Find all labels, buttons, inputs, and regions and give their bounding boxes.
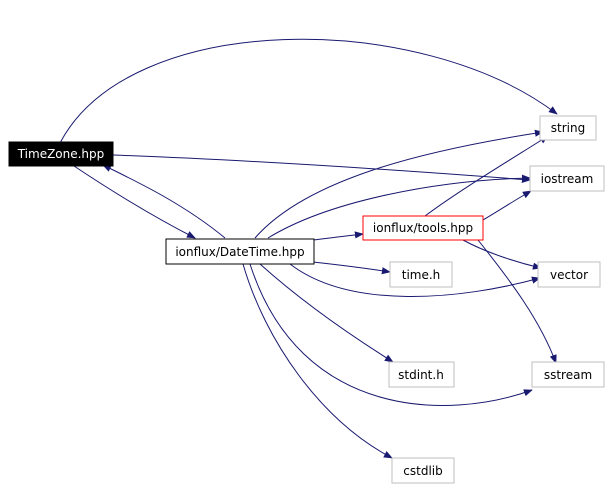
node-iostream-label: iostream xyxy=(541,172,594,186)
edge-datetime-tools xyxy=(312,231,364,241)
node-timeh[interactable]: time.h xyxy=(389,261,453,288)
edge-datetime-iostream xyxy=(267,174,531,239)
node-stdint-box xyxy=(388,361,455,388)
edge-datetime-string xyxy=(254,129,544,239)
edge-tools-string xyxy=(424,135,549,217)
node-cstdlib-label: cstdlib xyxy=(403,464,442,478)
node-vector[interactable]: vector xyxy=(537,261,601,288)
node-timeh-label: time.h xyxy=(402,268,441,282)
edge-tools-sstream xyxy=(477,239,557,364)
edge-datetime-sstream xyxy=(249,263,533,406)
node-sstream-box xyxy=(531,361,605,388)
node-datetime[interactable]: ionflux/DateTime.hpp xyxy=(165,238,315,265)
node-timeh-box xyxy=(389,261,453,288)
edge-timezone-iostream xyxy=(112,154,531,183)
node-iostream[interactable]: iostream xyxy=(529,165,605,192)
node-timezone-label: TimeZone.hpp xyxy=(17,147,105,161)
node-tools-box xyxy=(362,215,484,241)
node-timezone-box xyxy=(8,141,114,167)
node-cstdlib-box xyxy=(391,457,455,484)
edge-tools-vector xyxy=(462,239,542,270)
node-string-label: string xyxy=(551,121,585,135)
node-vector-box xyxy=(537,261,601,288)
node-tools-label: ionflux/tools.hpp xyxy=(373,221,473,235)
edge-datetime-cstdlib xyxy=(242,263,393,459)
edge-tools-iostream xyxy=(482,190,532,221)
edge-datetime-timezone xyxy=(102,164,226,239)
edge-datetime-timeh xyxy=(312,261,391,275)
edges-layer xyxy=(59,38,558,459)
node-timezone[interactable]: TimeZone.hpp xyxy=(8,141,114,167)
node-tools[interactable]: ionflux/tools.hpp xyxy=(362,215,484,241)
node-datetime-label: ionflux/DateTime.hpp xyxy=(175,245,304,259)
edge-timezone-string xyxy=(59,38,558,144)
node-cstdlib[interactable]: cstdlib xyxy=(391,457,455,484)
edge-datetime-vector xyxy=(289,263,541,298)
nodes-layer: TimeZone.hpp ionflux/DateTime.hpp ionflu… xyxy=(8,115,605,484)
node-iostream-box xyxy=(529,165,605,192)
edge-datetime-stdint xyxy=(259,263,394,363)
node-stdint[interactable]: stdint.h xyxy=(388,361,455,388)
node-sstream[interactable]: sstream xyxy=(531,361,605,388)
node-datetime-box xyxy=(165,238,315,265)
edge-timezone-datetime xyxy=(73,165,196,239)
node-string[interactable]: string xyxy=(539,115,597,141)
node-vector-label: vector xyxy=(550,268,588,282)
node-stdint-label: stdint.h xyxy=(398,368,444,382)
node-sstream-label: sstream xyxy=(544,368,592,382)
node-string-box xyxy=(539,115,597,141)
